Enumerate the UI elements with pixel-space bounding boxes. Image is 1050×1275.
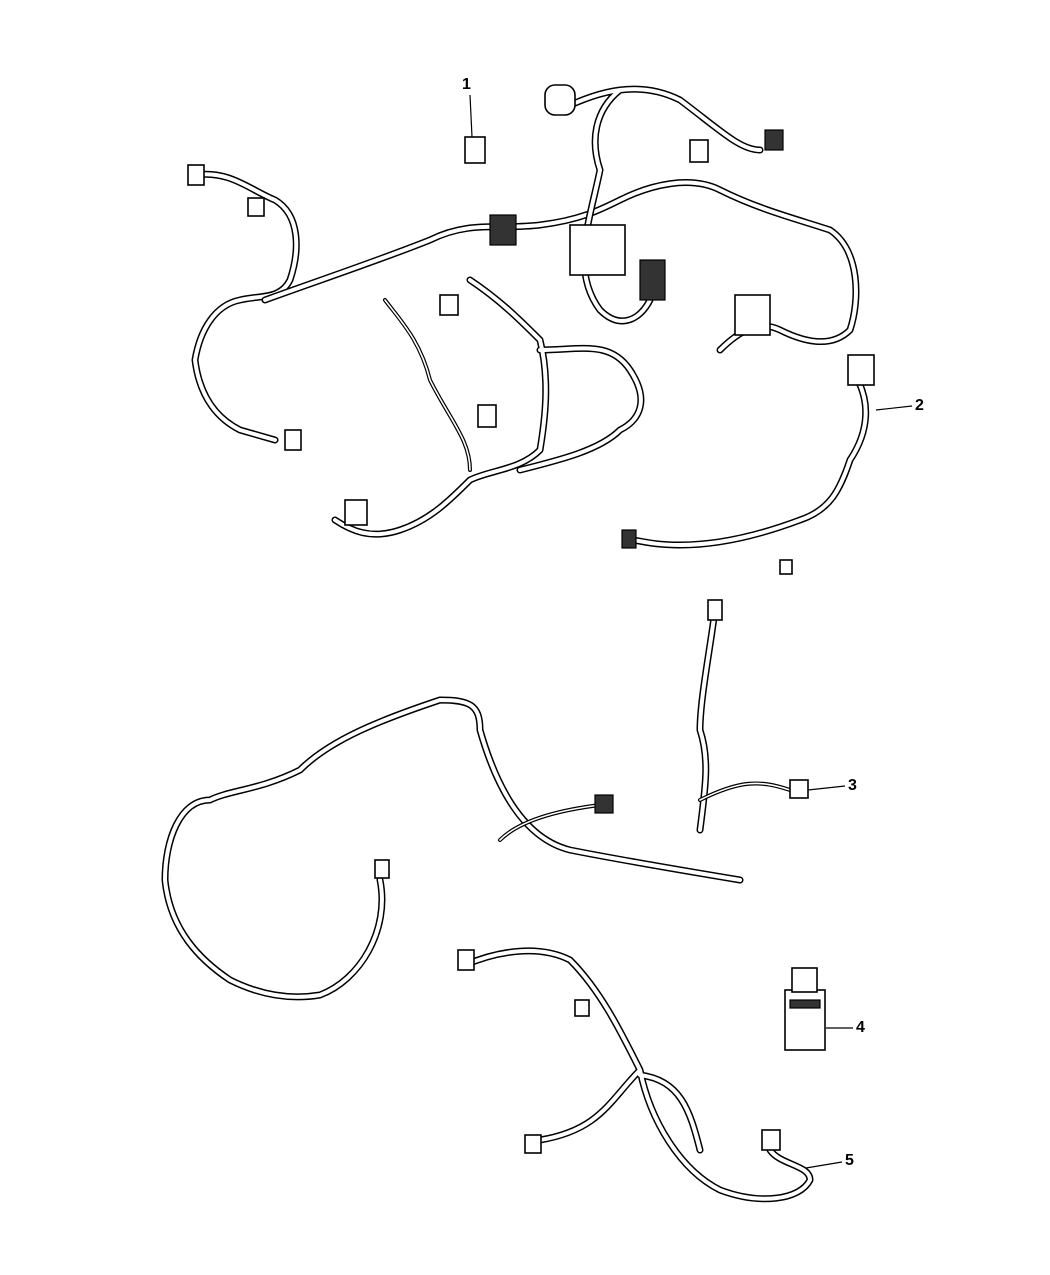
callout-3: 3 xyxy=(848,777,857,794)
front-end-wiring-harness xyxy=(161,599,809,1001)
callout-4: 4 xyxy=(856,1019,865,1036)
callout-2: 2 xyxy=(915,397,924,414)
wiring-jumper xyxy=(621,354,875,575)
engine-wiring-harness xyxy=(187,84,860,538)
callout-5: 5 xyxy=(845,1152,854,1169)
wiring-harness xyxy=(457,947,814,1203)
callout-leaders xyxy=(469,94,913,1169)
relay xyxy=(784,967,826,1051)
callout-1: 1 xyxy=(462,76,471,93)
